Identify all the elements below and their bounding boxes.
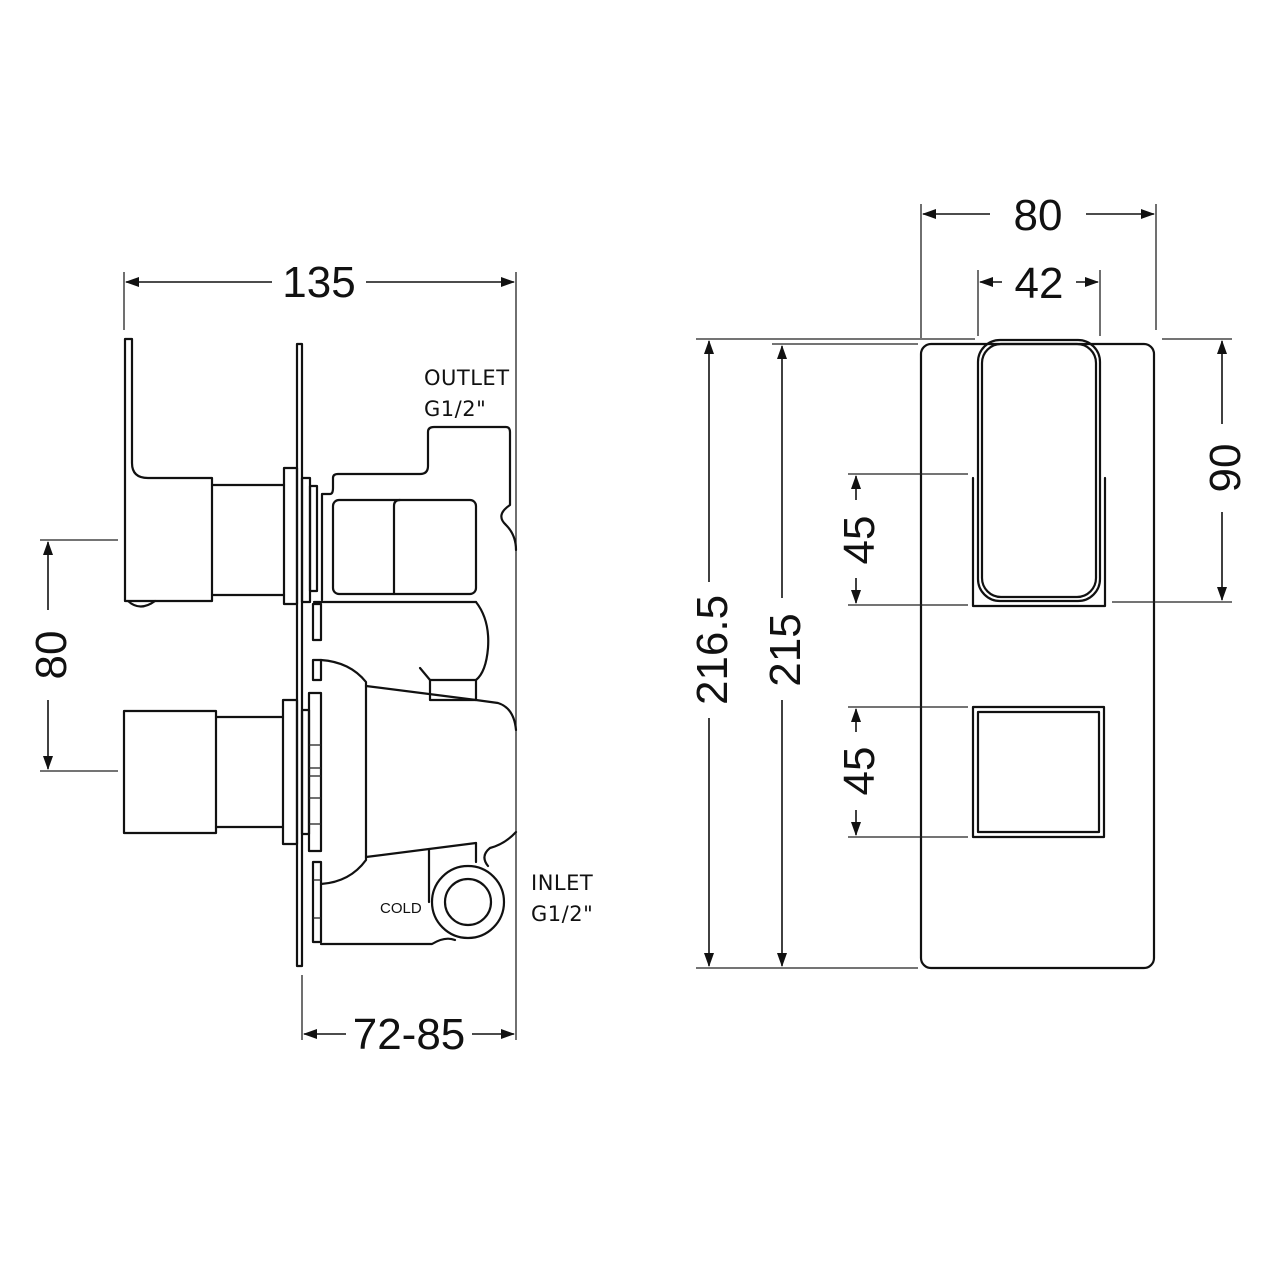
dim-overall-depth: 135 [123, 258, 517, 1040]
dim-handle-width: 42 [977, 259, 1101, 336]
valve-body-middle [311, 600, 490, 702]
dim-handle-height: 90 [1112, 338, 1250, 603]
front-view: 80 42 90 45 [688, 191, 1250, 970]
control-square-front [971, 705, 1106, 839]
dim-overall-height: 216.5 [688, 338, 975, 969]
dim-label-45-lower: 45 [835, 747, 884, 796]
dim-label-135: 135 [282, 258, 355, 307]
faceplate [919, 342, 1156, 970]
lever-front [971, 338, 1107, 608]
dim-label-45-upper: 45 [835, 516, 884, 565]
dim-label-216-5: 216.5 [688, 595, 737, 705]
outlet-label: OUTLET [424, 366, 510, 390]
dim-wall-depth: 72-85 [301, 975, 515, 1059]
valve-body-upper [312, 425, 518, 604]
side-view: 135 80 [27, 258, 593, 1059]
dim-lower-control: 45 [835, 706, 968, 838]
inlet-label: INLET [531, 871, 593, 895]
dim-label-215: 215 [761, 613, 810, 686]
lever-handle [123, 337, 286, 608]
cold-label: COLD [380, 900, 422, 917]
dim-plate-height: 215 [761, 343, 918, 967]
dim-label-42: 42 [1015, 259, 1064, 308]
dim-label-80-side: 80 [27, 631, 76, 680]
valve-body-lower [311, 658, 518, 946]
dim-handle-spacing: 80 [27, 539, 118, 772]
thermostatic-knob [122, 691, 323, 853]
dim-label-72-85: 72-85 [353, 1010, 466, 1059]
outlet-thread-label: G1/2" [424, 397, 486, 421]
dim-label-90: 90 [1201, 444, 1250, 493]
wall-plate-side [282, 342, 319, 968]
dim-plate-width: 80 [920, 191, 1157, 338]
dim-upper-control: 45 [835, 473, 968, 606]
dim-label-80-front: 80 [1014, 191, 1063, 240]
inlet-thread-label: G1/2" [531, 902, 593, 926]
